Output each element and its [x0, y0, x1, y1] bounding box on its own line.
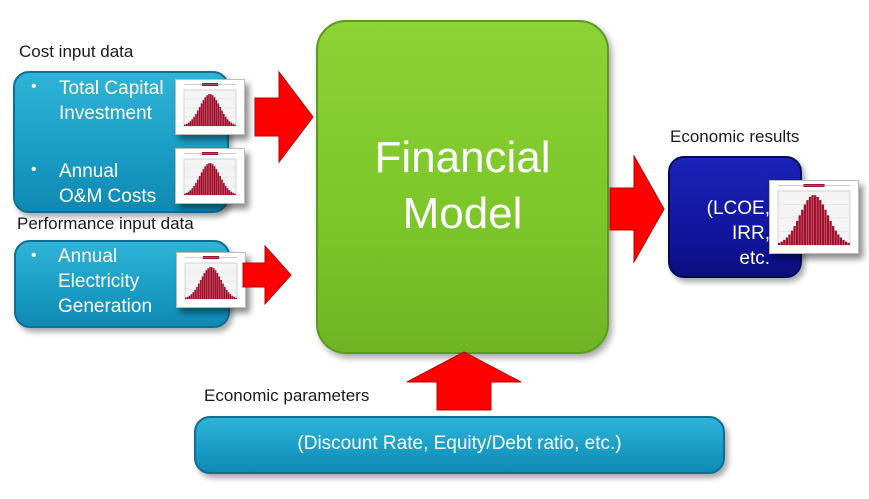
generation-histogram-thumbnail [176, 252, 246, 308]
financial-model-box: Financial Model [316, 20, 609, 354]
bullet-icon: • [31, 78, 37, 95]
om-histogram-thumbnail [175, 148, 245, 204]
arrow-right-icon [254, 70, 314, 164]
capital-histogram-thumbnail [175, 79, 245, 135]
financial-model-title: Financial Model [374, 133, 551, 238]
cost-input-label: Cost input data [19, 42, 134, 61]
histogram-icon [777, 184, 851, 246]
cost-item-om: Annual O&M Costs [59, 161, 157, 207]
histogram-icon [183, 83, 237, 127]
arrow-right-icon [609, 154, 665, 264]
arrow-up-icon [406, 351, 522, 411]
economic-parameters-text: (Discount Rate, Equity/Debt ratio, etc.) [297, 433, 622, 454]
economic-results-text: (LCOE, IRR, etc. [706, 198, 770, 269]
economic-results-label: Economic results [670, 127, 800, 146]
economic-results-box: (LCOE, IRR, etc. [668, 156, 802, 278]
histogram-icon [183, 152, 237, 196]
economic-parameters-label: Economic parameters [204, 386, 370, 405]
bullet-icon: • [31, 247, 37, 264]
histogram-icon [184, 256, 238, 300]
cost-item-capital: Total Capital Investment [59, 78, 164, 124]
economic-parameters-box: (Discount Rate, Equity/Debt ratio, etc.) [194, 416, 725, 474]
arrow-right-icon [242, 244, 292, 306]
performance-item-generation: Annual Electricity Generation [58, 246, 153, 317]
bullet-icon: • [31, 161, 37, 178]
performance-input-label: Performance input data [17, 214, 194, 233]
results-histogram-thumbnail [769, 180, 859, 254]
